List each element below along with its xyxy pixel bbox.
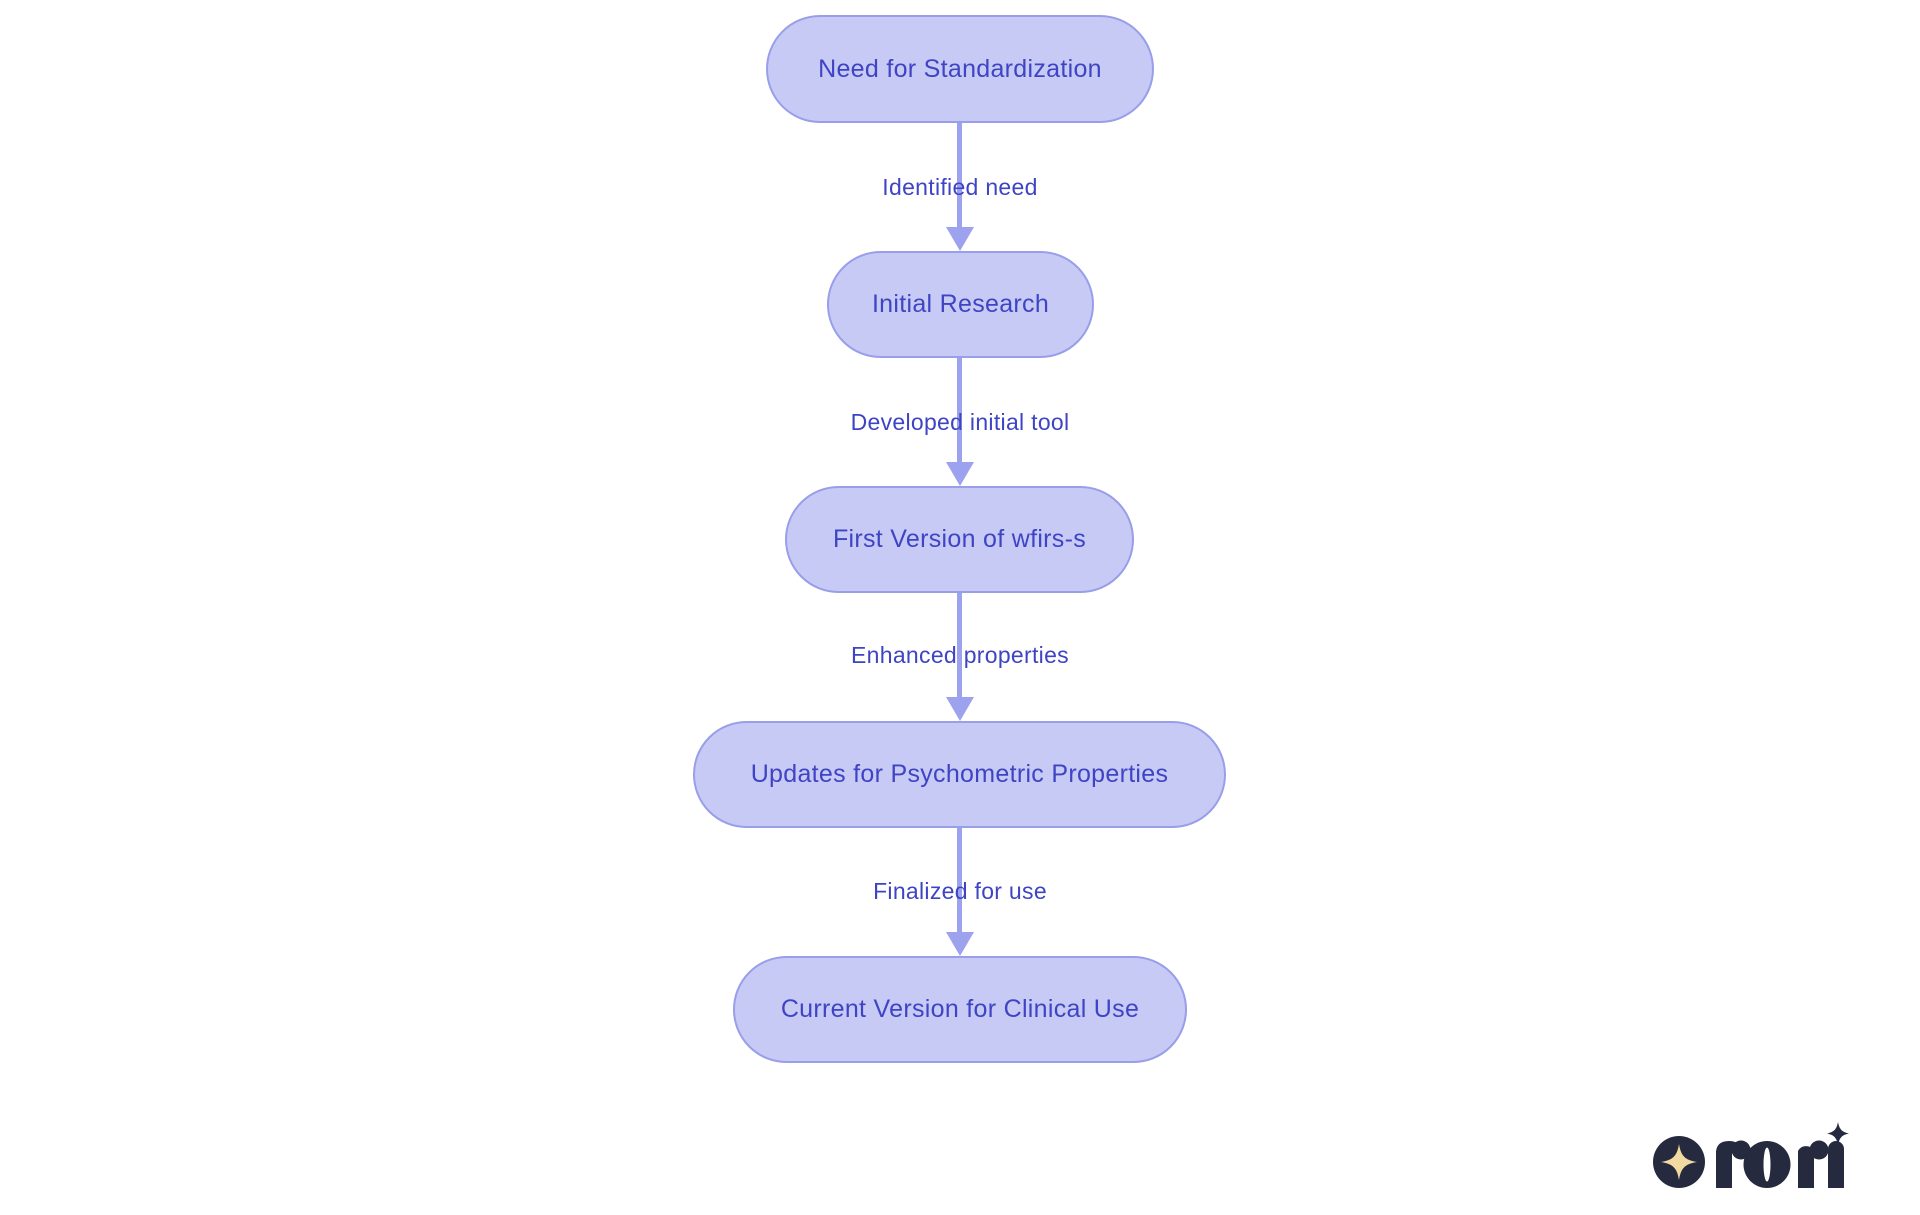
node-label: Need for Standardization (818, 54, 1102, 83)
node-initial-research: Initial Research (827, 251, 1094, 358)
rori-logo (1652, 1122, 1852, 1188)
node-updates-for-psychometric-properties: Updates for Psychometric Properties (693, 721, 1226, 828)
arrowhead-down-icon (946, 697, 974, 721)
node-label: Updates for Psychometric Properties (750, 760, 1169, 788)
node-label: First Version of wfirs-s (832, 525, 1087, 553)
node-first-version-of-wfirs-s: First Version of wfirs-s (785, 486, 1134, 593)
edge-line-1 (957, 123, 962, 229)
edge-line-4 (957, 828, 962, 934)
rori-wordmark (1716, 1140, 1844, 1188)
node-current-version-for-clinical-use: Current Version for Clinical Use (733, 956, 1187, 1063)
node-label: Initial Research (871, 290, 1050, 318)
rori-badge-sparkle-icon (1653, 1136, 1705, 1188)
arrowhead-down-icon (946, 227, 974, 251)
edge-label-enhanced-properties: Enhanced properties (851, 642, 1069, 668)
sparkle-icon (1827, 1122, 1849, 1145)
edge-line-2 (957, 358, 962, 464)
edge-line-3 (957, 593, 962, 699)
node-need-for-standardization: Need for Standardization (766, 15, 1154, 123)
edge-label-identified-need: Identified need (882, 174, 1038, 200)
edge-label-developed-initial-tool: Developed initial tool (850, 409, 1070, 435)
edge-label-finalized-for-use: Finalized for use (873, 878, 1047, 904)
arrowhead-down-icon (946, 462, 974, 486)
node-label: Current Version for Clinical Use (780, 995, 1140, 1023)
arrowhead-down-icon (946, 932, 974, 956)
